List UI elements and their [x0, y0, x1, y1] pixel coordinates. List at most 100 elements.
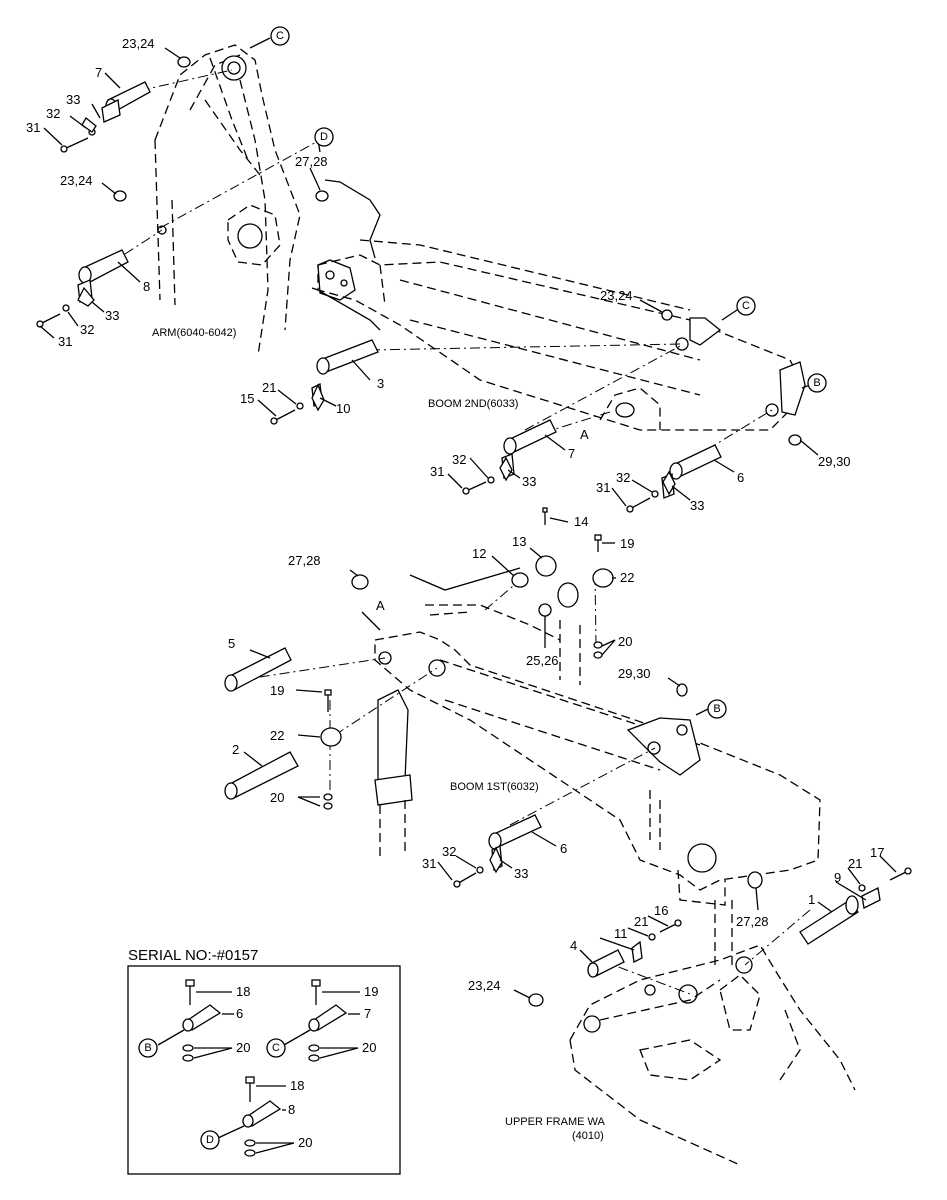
nut-20-b1: [323, 793, 333, 801]
pin-5: [224, 647, 292, 692]
label-a-boom2: A: [580, 427, 589, 442]
part-labels: 23,24 7 33 32 31 23,24 27,28 8 33 32 31 …: [26, 36, 884, 993]
label-33-e: 33: [514, 866, 528, 881]
label-33-top: 33: [66, 92, 80, 107]
boom-1st-outline: [374, 604, 821, 906]
label-31-top: 31: [26, 120, 40, 135]
nut-20-a2: [593, 651, 603, 659]
boom-2nd-outline: [317, 239, 806, 431]
label-22-b: 22: [270, 728, 284, 743]
label-15: 15: [240, 391, 254, 406]
nut-20-b2: [323, 802, 333, 810]
inset-ref-c: C: [272, 1042, 280, 1054]
label-4: 4: [570, 938, 577, 953]
label-a-boom1: A: [376, 598, 385, 613]
captions: ARM(6040-6042) BOOM 2ND(6033) BOOM 1ST(6…: [152, 327, 605, 1142]
label-16: 16: [654, 903, 668, 918]
label-22-a: 22: [620, 570, 634, 585]
label-23-24-top: 23,24: [122, 36, 155, 51]
caption-arm: ARM(6040-6042): [152, 327, 236, 339]
inset-label-20-a: 20: [236, 1040, 250, 1055]
label-23-24-d: 23,24: [468, 978, 501, 993]
inset-label-6: 6: [236, 1006, 243, 1021]
inset-label-18-b: 18: [290, 1078, 304, 1093]
label-3: 3: [377, 376, 384, 391]
label-32-b: 32: [80, 322, 94, 337]
label-10: 10: [336, 401, 350, 416]
label-5: 5: [228, 636, 235, 651]
label-25-26: 25,26: [526, 653, 559, 668]
label-31-b: 31: [58, 334, 72, 349]
serial-title: SERIAL NO:-#0157: [128, 947, 258, 964]
label-21-b: 21: [848, 856, 862, 871]
label-23-24-c: 23,24: [600, 288, 633, 303]
caption-upper-frame: UPPER FRAME WA: [505, 1116, 605, 1128]
ref-circle-b-boom1: [707, 699, 727, 719]
inset-ref-b: B: [144, 1042, 151, 1054]
label-2: 2: [232, 742, 239, 757]
label-6-boom1: 6: [560, 841, 567, 856]
ref-circle-c-boom2: [736, 296, 756, 316]
bush-boom1: [557, 582, 579, 608]
washer-12: [511, 572, 529, 588]
label-32-c: 32: [452, 452, 466, 467]
ref-b-boom1: B: [713, 703, 720, 715]
label-29-30-a: 29,30: [818, 454, 851, 469]
label-13: 13: [512, 534, 526, 549]
label-31-e: 31: [422, 856, 436, 871]
inset-label-7: 7: [364, 1006, 371, 1021]
nut-20-a1: [593, 641, 603, 649]
serial-inset: SERIAL NO:-#0157 B 18 6 20 C 19 7 20: [127, 947, 401, 1175]
ref-circles: C D C B B: [270, 26, 827, 719]
ref-c-top: C: [276, 30, 284, 42]
arm-outline: [154, 44, 301, 356]
label-29-30-b: 29,30: [618, 666, 651, 681]
label-31-d: 31: [596, 480, 610, 495]
upper-frame-outline: [569, 900, 856, 1166]
spacer-22-a: [592, 568, 614, 588]
label-31-c: 31: [430, 464, 444, 479]
inset-label-19: 19: [364, 984, 378, 999]
pin-1: [799, 895, 859, 945]
ref-circle-d: [314, 127, 334, 147]
label-19-b: 19: [270, 683, 284, 698]
ref-c-boom2: C: [742, 300, 750, 312]
label-14: 14: [574, 514, 588, 529]
label-12: 12: [472, 546, 486, 561]
washer-27-28-a: [315, 190, 329, 202]
caption-boom-2nd: BOOM 2ND(6033): [428, 398, 518, 410]
label-11: 11: [614, 926, 628, 941]
label-33-b: 33: [105, 308, 119, 323]
leader-lines: [39, 37, 897, 999]
washer-27-28-b: [351, 574, 369, 590]
ref-circle-b-boom2: [807, 373, 827, 393]
nut-13: [535, 555, 557, 577]
pin-2: [224, 751, 299, 800]
label-8: 8: [143, 279, 150, 294]
label-32-e: 32: [442, 844, 456, 859]
label-23-24-b: 23,24: [60, 173, 93, 188]
serial-box: [127, 965, 401, 1175]
inset-label-20-b: 20: [362, 1040, 376, 1055]
label-27-28-b: 27,28: [288, 553, 321, 568]
label-6-boom2: 6: [737, 470, 744, 485]
washer-29-30-b: [676, 683, 688, 697]
spacer-22-b: [320, 727, 342, 747]
label-21-a: 21: [262, 380, 276, 395]
washer-23-24-top: [177, 56, 191, 68]
assembly-lines: [107, 69, 811, 995]
label-21-c: 21: [634, 914, 648, 929]
washer-23-24-c: [661, 309, 673, 321]
washer-25-26: [538, 603, 552, 617]
label-20-a: 20: [618, 634, 632, 649]
inset-label-18-a: 18: [236, 984, 250, 999]
label-27-28-a: 27,28: [295, 154, 328, 169]
label-19-a: 19: [620, 536, 634, 551]
label-33-c: 33: [522, 474, 536, 489]
pin-7-top: [101, 81, 151, 123]
label-17: 17: [870, 845, 884, 860]
ref-d: D: [320, 131, 328, 143]
label-7-boom2: 7: [568, 446, 575, 461]
label-20-b: 20: [270, 790, 284, 805]
